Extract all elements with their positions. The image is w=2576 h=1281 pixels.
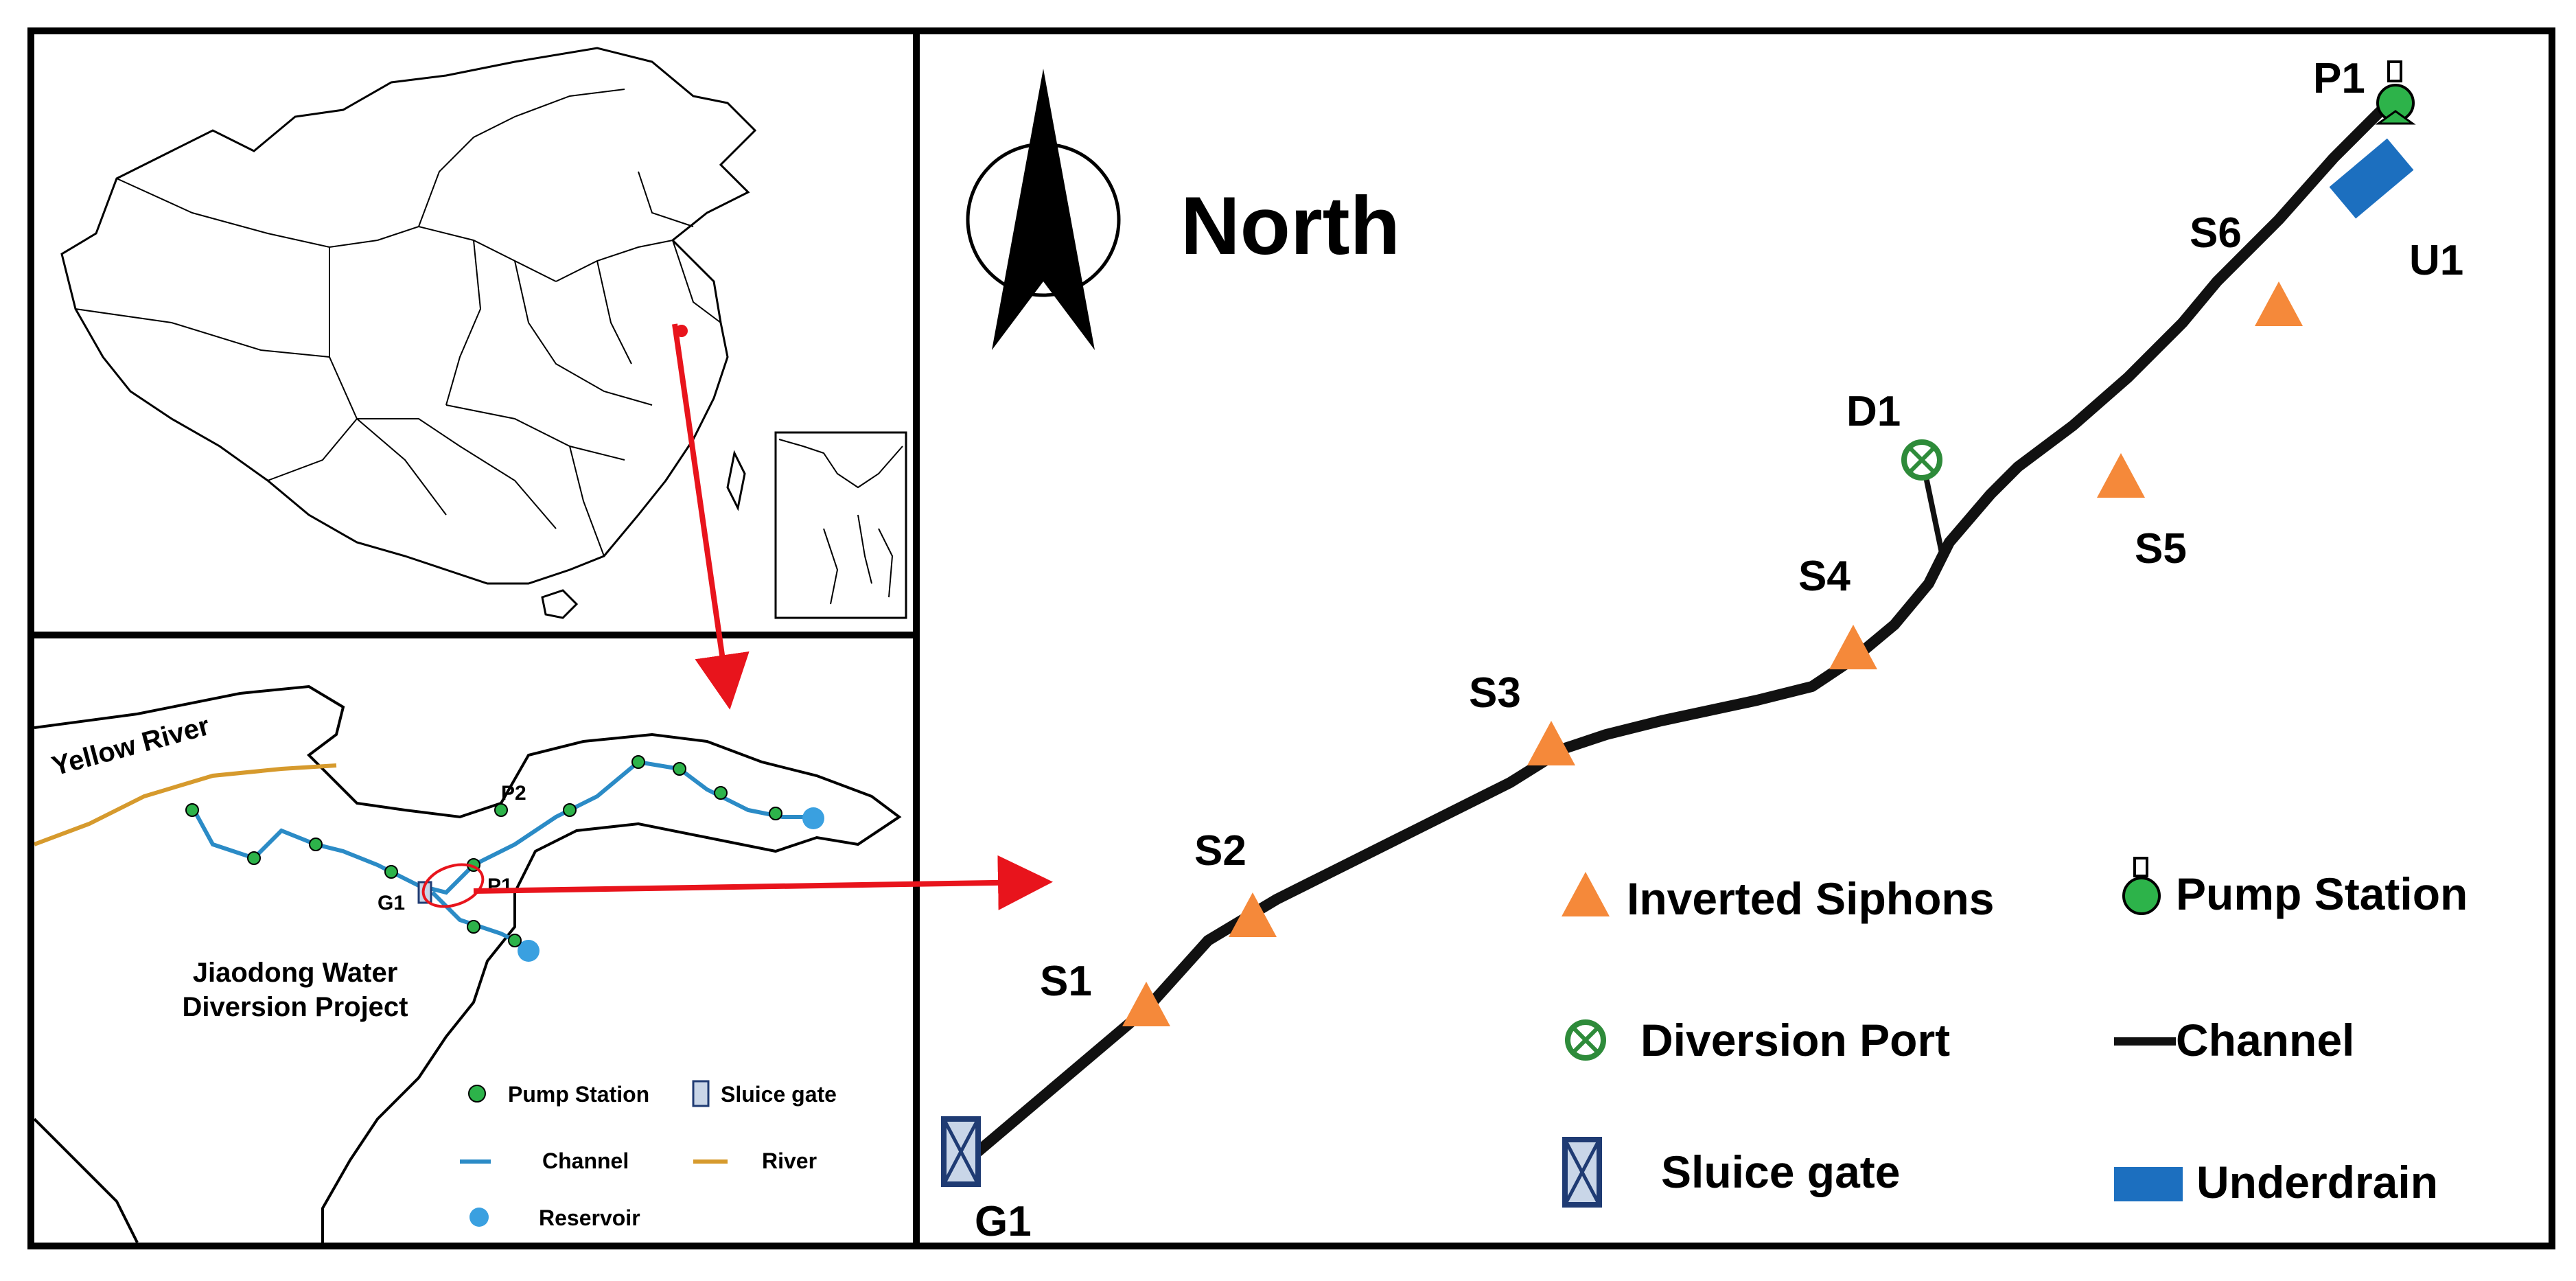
s4-label: S4: [1798, 553, 1850, 600]
hainan-island: [541, 589, 579, 619]
jiaodong-inset-panel: Yellow River P2 P1 G1 Jiaodong Water Div…: [27, 632, 927, 1249]
inset-legend: Pump Station Sluice gate Channel River R…: [460, 1080, 837, 1230]
taiwan-island: [726, 450, 746, 511]
china-map: [60, 47, 907, 619]
s1-label: S1: [1040, 958, 1092, 1005]
s5-label: S5: [2135, 525, 2187, 573]
south-sea-coast: [778, 439, 903, 605]
china-outline: [60, 47, 757, 585]
inverted-siphons: [1122, 281, 2303, 1026]
province-boundaries: [75, 89, 721, 557]
legend-channel: Channel: [2176, 1015, 2354, 1065]
legend-river: River: [762, 1149, 817, 1173]
legend-pump-station: Pump Station: [508, 1082, 649, 1107]
u1-label: U1: [2409, 237, 2463, 284]
channel-schematic-panel: North G1 S1 S2 S3 S4 S5 S6: [913, 27, 2555, 1249]
s5-siphon-icon: [2097, 453, 2145, 498]
d1-diversion-port-icon: [1901, 439, 1942, 481]
s2-siphon-icon: [1229, 892, 1277, 937]
p1-pump-station-icon: [2375, 60, 2416, 125]
legend-sluice-gate: Sluice gate: [721, 1082, 837, 1107]
china-map-panel: [27, 27, 927, 645]
pump-station-icon: [468, 1085, 486, 1103]
reservoir-icon: [469, 1208, 489, 1227]
legend-channel: Channel: [542, 1149, 629, 1173]
north-arrow-icon: [966, 69, 1121, 350]
location-marker: [675, 325, 688, 337]
legend-sluice-gate: Sluice gate: [1661, 1146, 1900, 1197]
p1-label: P1: [487, 875, 513, 897]
s1-siphon-icon: [1122, 982, 1170, 1026]
g1-sluice-gate-icon: [941, 1116, 981, 1187]
legend-pump-station-icon: [2122, 857, 2161, 915]
reservoir-south: [518, 940, 539, 962]
legend-sluice-gate-icon: [1562, 1137, 1602, 1208]
legend-reservoir: Reservoir: [539, 1205, 640, 1230]
project-label-line1: Jiaodong Water: [193, 958, 398, 988]
south-sea-inset: [774, 431, 907, 619]
peninsula-outline: [34, 684, 902, 1243]
main-legend: Inverted Siphons Pump Station Diversion …: [1562, 857, 2468, 1208]
s6-siphon-icon: [2255, 281, 2303, 326]
legend-underdrain-icon: [2114, 1167, 2183, 1201]
main-channel: [964, 99, 2393, 1165]
peninsula-outline-west: [33, 1118, 139, 1243]
highlight-ellipse: [421, 863, 485, 908]
s6-label: S6: [2190, 209, 2242, 257]
s3-label: S3: [1469, 669, 1521, 717]
inset-pump-stations: [185, 755, 782, 947]
legend-diversion-port-icon: [1565, 1019, 1606, 1061]
legend-diversion-port: Diversion Port: [1640, 1015, 1950, 1065]
legend-pump-station: Pump Station: [2176, 868, 2468, 919]
north-label: North: [1181, 180, 1400, 272]
s4-siphon-icon: [1829, 625, 1877, 669]
legend-underdrain: Underdrain: [2196, 1157, 2438, 1208]
s2-label: S2: [1194, 827, 1246, 875]
legend-inverted-siphons: Inverted Siphons: [1627, 873, 1994, 924]
reservoir-east: [802, 807, 824, 829]
project-label-line2: Diversion Project: [182, 992, 408, 1022]
p2-label: P2: [501, 782, 526, 805]
g1-label: G1: [378, 892, 405, 914]
legend-siphon-icon: [1562, 872, 1610, 916]
p1-label: P1: [2313, 55, 2365, 102]
s3-siphon-icon: [1527, 721, 1575, 765]
jiaodong-map: Yellow River P2 P1 G1 Jiaodong Water Div…: [33, 684, 902, 1243]
u1-underdrain-icon: [2329, 138, 2414, 219]
diversion-branch: [1923, 473, 1945, 557]
g1-label: G1: [975, 1198, 1032, 1243]
schematic: North G1 S1 S2 S3 S4 S5 S6: [941, 55, 2468, 1245]
yellow-river: [33, 763, 337, 846]
sluice-gate-icon: [692, 1080, 710, 1107]
d1-label: D1: [1846, 388, 1901, 435]
